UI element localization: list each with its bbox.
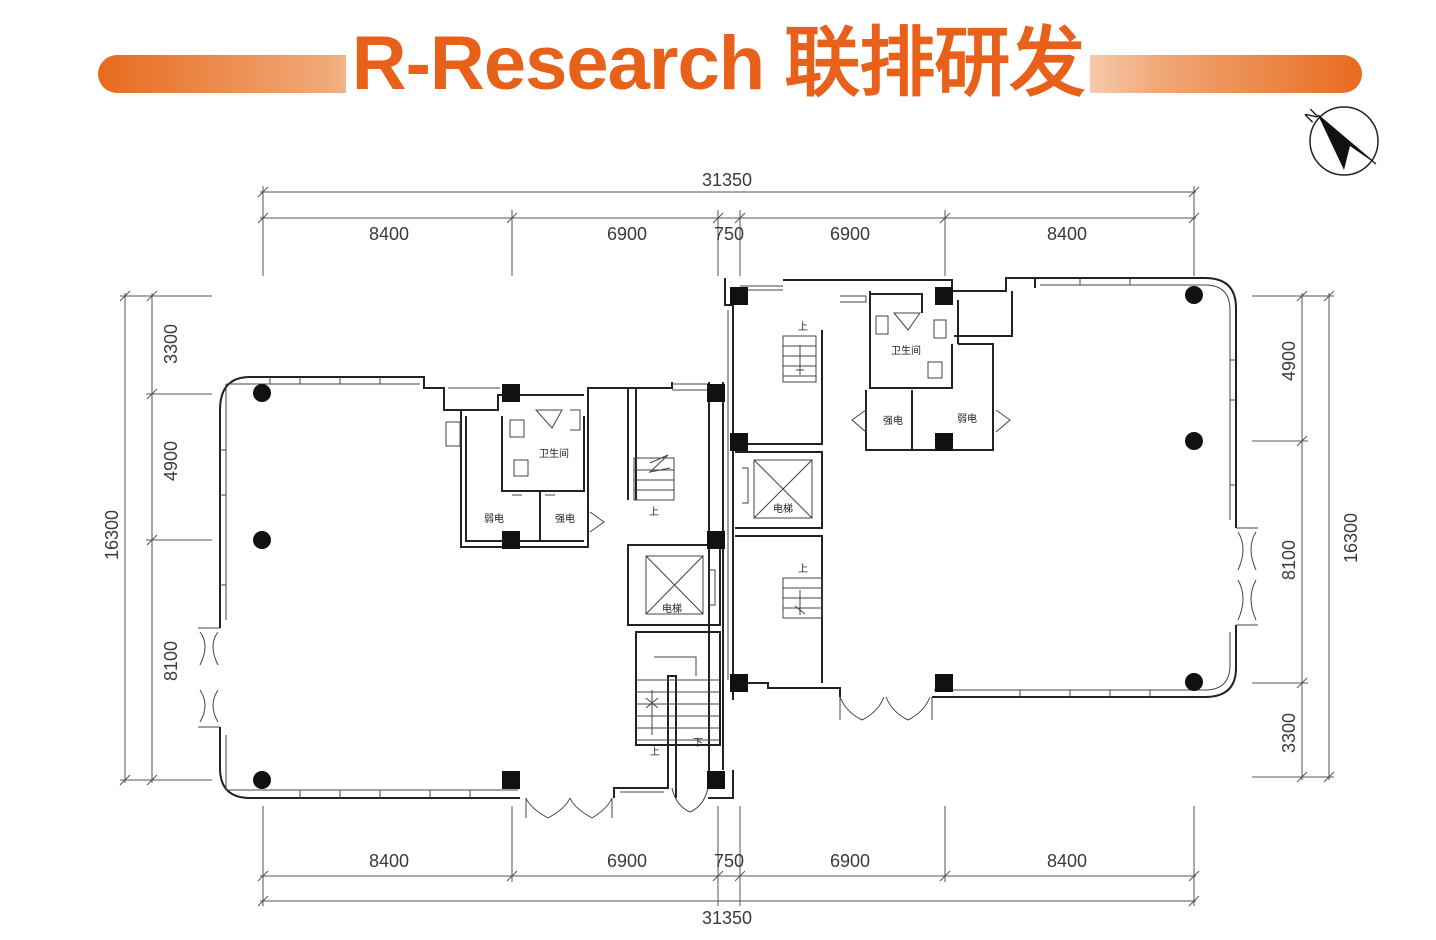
right-stair-up-label: 上: [798, 321, 808, 333]
right-strong-power-label: 强电: [883, 414, 903, 427]
dim-top-seg-3: 750: [714, 224, 744, 244]
left-building-details: [198, 377, 720, 819]
right-elevator-label: 电梯: [773, 502, 793, 515]
dim-right-seg-1: 4900: [1279, 341, 1299, 381]
north-label: N: [1302, 106, 1322, 126]
right-dimensions: [1252, 290, 1335, 783]
page-title: R-Research 联排研发: [345, 22, 1091, 106]
left-weak-power-label: 弱电: [484, 512, 504, 525]
right-restroom-label: 卫生间: [891, 344, 921, 357]
left-stair-up-label: 上: [649, 506, 659, 518]
left-strong-power-label: 强电: [555, 512, 575, 525]
columns: [253, 286, 1203, 789]
bottom-dimensions: [257, 806, 1200, 907]
dim-top-total: 31350: [702, 170, 752, 190]
dim-bottom-total: 31350: [702, 908, 752, 928]
dim-right-seg-3: 3300: [1279, 713, 1299, 753]
dim-left-total: 16300: [102, 510, 122, 560]
dim-bottom-seg-5: 8400: [1047, 851, 1087, 871]
dim-top-seg-2: 6900: [607, 224, 647, 244]
dim-bottom-seg-4: 6900: [830, 851, 870, 871]
dim-top-seg-5: 8400: [1047, 224, 1087, 244]
left-stair2-up-label: 上: [650, 746, 660, 758]
top-dimensions: [257, 186, 1200, 276]
dim-left-seg-1: 3300: [161, 324, 181, 364]
title-wrapper: R-Research 联排研发: [0, 22, 1436, 106]
right-weak-power-label: 弱电: [957, 412, 977, 425]
right-building-walls: [724, 277, 1237, 700]
dim-right-total: 16300: [1341, 513, 1361, 563]
north-arrow-icon: N: [1302, 106, 1379, 176]
dim-bottom-seg-1: 8400: [369, 851, 409, 871]
left-elevator-label: 电梯: [662, 602, 682, 615]
left-restroom-label: 卫生间: [539, 447, 569, 460]
left-dimensions: [119, 290, 212, 786]
dim-top-seg-1: 8400: [369, 224, 409, 244]
dim-right-seg-2: 8100: [1279, 540, 1299, 580]
dim-left-seg-2: 4900: [161, 441, 181, 481]
dim-bottom-seg-3: 750: [714, 851, 744, 871]
left-building-walls: [219, 376, 734, 799]
dim-top-seg-4: 6900: [830, 224, 870, 244]
right-stair2-up-label: 上: [798, 563, 808, 575]
left-stair2-down-label: 下: [693, 738, 703, 749]
dim-left-seg-3: 8100: [161, 641, 181, 681]
right-building-details: [727, 278, 1258, 721]
dim-bottom-seg-2: 6900: [607, 851, 647, 871]
